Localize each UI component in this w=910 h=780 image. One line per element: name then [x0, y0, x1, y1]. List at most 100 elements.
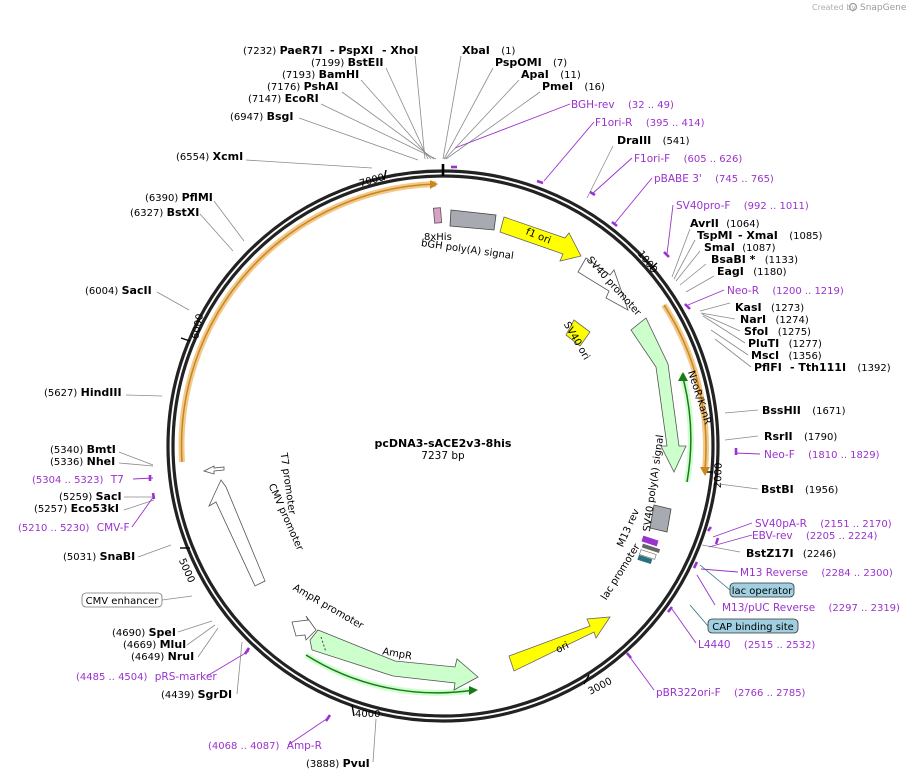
- enzyme-label: (3888) PvuI: [306, 757, 370, 770]
- enzyme-label: NarI (1274): [740, 313, 809, 326]
- enzyme-label: BsaBI * (1133): [711, 253, 798, 266]
- primer-label: BGH-rev (32 .. 49): [571, 99, 674, 111]
- primer-label: (5210 .. 5230) CMV-F: [18, 522, 130, 534]
- feature-8xhis: 8xHis: [424, 207, 452, 243]
- snapgene-logo-icon: [848, 2, 858, 12]
- primer-markers: [131, 103, 761, 746]
- cap-binding-site-box: CAP binding site: [689, 604, 799, 634]
- enzyme-label: BssHII (1671): [762, 404, 846, 417]
- enzyme-label: (6947) BsgI: [230, 110, 294, 123]
- enzyme-label: RsrII (1790): [764, 430, 837, 443]
- primer-label: F1ori-F (605 .. 626): [634, 153, 742, 165]
- primer-label: SV40pro-F (992 .. 1011): [676, 200, 809, 212]
- enzyme-label: SmaI (1087): [704, 241, 776, 254]
- enzyme-labels: (7232) PaeR7I - PspXI - XhoI (7199) BstE…: [34, 44, 891, 770]
- enzyme-label: (6004) SacII: [85, 284, 152, 297]
- feature-label-ampr: AmpR: [381, 646, 412, 662]
- feature-label-bgh: bGH poly(A) signal: [420, 238, 514, 262]
- primer-label: pBR322ori-F (2766 .. 2785): [656, 687, 806, 699]
- enzyme-label: (6390) PflMI: [145, 191, 213, 204]
- feature-neor-kanr: NeoR/KanR: [630, 317, 713, 473]
- cmv-enhancer-box: CMV enhancer: [81, 592, 193, 608]
- created-by-text: Created by: [812, 3, 856, 12]
- enzyme-label: TspMI: [697, 229, 733, 242]
- enzyme-label: SfoI (1275): [744, 325, 811, 338]
- enzyme-label: (7199) BstEII: [311, 56, 384, 69]
- tick-label: 1000: [635, 249, 659, 276]
- cmv-enhancer-label: CMV enhancer: [86, 596, 160, 607]
- feature-sv40-ori: SV40 ori: [561, 319, 592, 362]
- enzyme-label: PspOMI (7): [495, 56, 567, 69]
- primer-labels: BGH-rev (32 .. 49) F1ori-R (395 .. 414) …: [18, 99, 900, 752]
- feature-sv40-promoter: SV40 promoter: [577, 255, 643, 319]
- enzyme-label: (5340) BmtI: [50, 443, 116, 456]
- enzyme-label: (4690) SpeI: [112, 626, 176, 639]
- primer-label: Neo-R (1200 .. 1219): [727, 285, 844, 297]
- enzyme-label: (7232) PaeR7I: [243, 44, 322, 57]
- tick-label: 2000: [713, 463, 725, 489]
- orf-arcs: [178, 180, 710, 696]
- enzyme-label: AvrII (1064): [690, 217, 760, 230]
- tick-label: 4000: [355, 709, 380, 720]
- enzyme-label: DraIII (541): [617, 134, 690, 147]
- enzyme-label: EagI (1180): [717, 265, 787, 278]
- feature-ori: ori: [508, 616, 611, 672]
- plasmid-name: pcDNA3-sACE2v3-8his: [375, 437, 512, 450]
- cap-binding-site-label: CAP binding site: [712, 622, 794, 633]
- primer-label: EBV-rev (2205 .. 2224): [752, 530, 877, 542]
- primer-label: (4068 .. 4087) Amp-R: [208, 740, 322, 752]
- tick-label: 6000: [190, 313, 206, 340]
- feature-label-lacpromoter: lac promoter: [599, 541, 643, 602]
- primer-label: (4485 .. 4504) pRS-marker: [76, 671, 217, 683]
- primer-label: SV40pA-R (2151 .. 2170): [755, 518, 892, 530]
- plasmid-backbone: [166, 164, 720, 723]
- feature-label-sv40promoter: SV40 promoter: [584, 255, 643, 319]
- feature-ampr: AmpR: [309, 629, 479, 691]
- enzyme-label: (7147) EcoRI: [248, 92, 319, 105]
- enzyme-label: (5031) SnaBI: [63, 550, 135, 563]
- enzyme-label: (6327) BstXI: [130, 206, 199, 219]
- enzyme-label: (6554) XcmI: [176, 150, 243, 163]
- primer-label: (5304 .. 5323) T7: [32, 474, 124, 486]
- plasmid-length: 7237 bp: [421, 450, 465, 462]
- lac-operator-label: lac operator: [732, 586, 793, 597]
- enzyme-label: - PspXI: [330, 44, 373, 57]
- enzyme-label: (4439) SgrDI: [161, 688, 232, 701]
- enzyme-label: (5627) HindIII: [44, 386, 122, 399]
- enzyme-label: (4649) NruI: [131, 650, 194, 663]
- enzyme-label: PluTI (1277): [748, 337, 822, 350]
- enzyme-label: - Tth111I (1392): [790, 361, 891, 374]
- primer-ticks: [148, 165, 738, 722]
- feature-label-8xhis: 8xHis: [424, 232, 452, 243]
- enzyme-label: (5259) SacI: [59, 490, 122, 503]
- enzyme-label: PmeI (16): [542, 80, 605, 93]
- enzyme-label: (5257) Eco53kI: [34, 502, 119, 515]
- enzyme-label: (4669) MluI: [123, 638, 186, 651]
- snapgene-brand-text: SnapGene: [860, 3, 907, 13]
- enzyme-label: PflFI: [754, 361, 782, 374]
- enzyme-label: - XmaI (1085): [738, 229, 823, 242]
- scale-ticks: [180, 169, 713, 717]
- enzyme-label: KasI (1273): [735, 301, 804, 314]
- feature-label-m13rev: M13 rev: [615, 507, 642, 549]
- enzyme-label: (5336) NheI: [50, 455, 115, 468]
- primer-label: L4440 (2515 .. 2532): [698, 639, 815, 651]
- primer-label: M13 Reverse (2284 .. 2300): [740, 567, 893, 579]
- enzyme-leader-lines: [118, 55, 759, 763]
- enzyme-label: MscI (1356): [751, 349, 822, 362]
- enzyme-label: ApaI (11): [521, 68, 581, 81]
- enzyme-label: (7176) PshAI: [267, 80, 338, 93]
- primer-label: pBABE 3' (745 .. 765): [654, 173, 774, 185]
- feature-label-ori: ori: [554, 640, 571, 656]
- enzyme-label: BstZ17I (2246): [746, 547, 836, 560]
- primer-label: Neo-F (1810 .. 1829): [764, 449, 880, 461]
- enzyme-label: BstBI (1956): [761, 483, 838, 496]
- primer-label: M13/pUC Reverse (2297 .. 2319): [722, 602, 900, 614]
- feature-ampr-promoter: AmpR promoter: [291, 582, 366, 641]
- primer-label: F1ori-R (395 .. 414): [595, 117, 705, 129]
- enzyme-label: (7193) BamHI: [282, 68, 359, 81]
- enzyme-label: XbaI (1): [462, 44, 515, 57]
- enzyme-label: - XhoI: [382, 44, 418, 57]
- lac-operator-box: lac operator: [699, 564, 795, 598]
